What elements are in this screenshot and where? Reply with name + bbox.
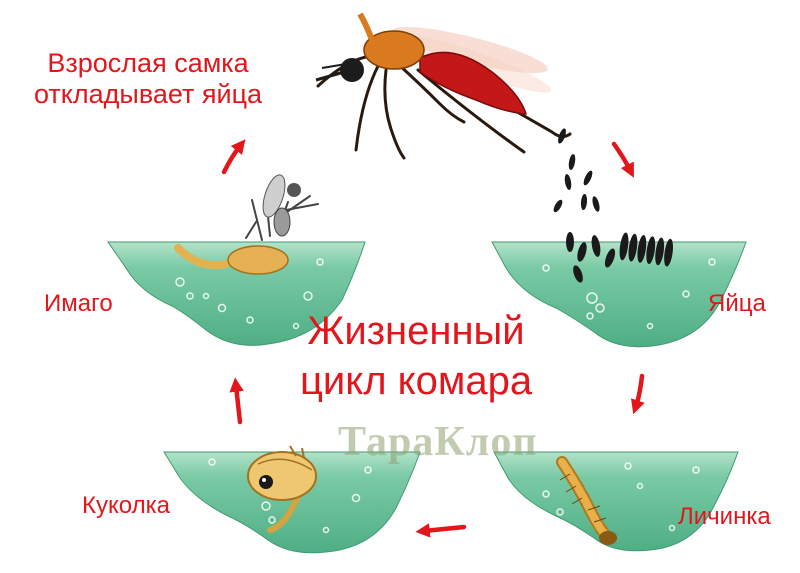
watermark-logo: ТараКлоп <box>338 419 538 465</box>
label-larva: Личинка <box>678 503 771 530</box>
label-adult-female: Взрослая самка откладывает яйца <box>34 48 262 110</box>
egg-icon <box>566 232 673 283</box>
falling-eggs <box>553 128 600 213</box>
diagram-title: Жизненный цикл комара <box>300 306 532 406</box>
label-eggs: Яйца <box>708 290 766 317</box>
basin-larva <box>493 451 739 552</box>
pupa-icon <box>247 445 317 533</box>
cycle-arrow-icon <box>221 139 645 538</box>
title-line2: цикл комара <box>300 359 533 403</box>
label-adult-line2: откладывает яйца <box>34 79 263 109</box>
emerging-mosquito-icon <box>174 174 319 275</box>
basin-eggs <box>491 241 747 348</box>
title-line1: Жизненный <box>307 309 525 353</box>
mosquito-adult-icon <box>315 12 572 160</box>
label-pupa: Куколка <box>82 492 170 519</box>
label-imago: Имаго <box>44 290 113 317</box>
label-adult-line1: Взрослая самка <box>47 48 249 78</box>
basin-imago <box>107 241 366 346</box>
larva-icon <box>556 456 617 545</box>
